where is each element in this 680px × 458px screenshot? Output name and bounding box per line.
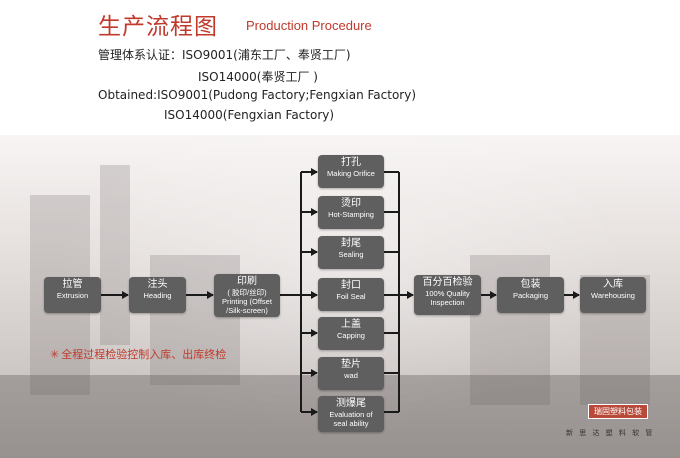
- step-foil-seal: 封口 Foil Seal: [318, 278, 384, 311]
- step-extrusion: 拉管 Extrusion: [44, 277, 101, 313]
- step-capping: 上盖 Capping: [318, 317, 384, 350]
- page-title-english: Production Procedure: [246, 18, 372, 33]
- step-sealing: 封尾 Sealing: [318, 236, 384, 269]
- step-warehousing: 入库 Warehousing: [580, 277, 646, 313]
- step-making-orifice: 打孔 Making Orifice: [318, 155, 384, 188]
- certification-line: Obtained:ISO9001(Pudong Factory;Fengxian…: [98, 88, 417, 102]
- step-hot-stamping: 烫印 Hot-Stamping: [318, 196, 384, 229]
- certification-line: ISO14000(Fengxian Factory): [164, 108, 335, 122]
- step-heading: 注头 Heading: [129, 277, 186, 313]
- inspection-note: ✳全程过程检验控制入库、出库终检: [50, 348, 227, 361]
- step-printing: 印刷 ( 胶印/丝印) Printing (Offset /Silk-scree…: [214, 274, 280, 317]
- step-quality-inspection: 百分百检验 100% Quality Inspection: [414, 275, 481, 315]
- certification-line: ISO14000(奉贤工厂 ): [198, 70, 318, 84]
- star-icon: ✳: [50, 348, 60, 361]
- step-evaluation-of-seal-ability: 测爆尾 Evaluation of seal ability: [318, 396, 384, 432]
- certification-line: 管理体系认证：ISO9001(浦东工厂、奉贤工厂): [98, 48, 351, 62]
- company-logo-subtitle: 新 思 达 塑 料 软 管: [566, 429, 655, 437]
- step-packaging: 包装 Packaging: [497, 277, 564, 313]
- page-title-chinese: 生产流程图: [98, 14, 218, 40]
- company-logo: 瑞固塑料包装: [588, 404, 648, 419]
- step-wad: 垫片 wad: [318, 357, 384, 390]
